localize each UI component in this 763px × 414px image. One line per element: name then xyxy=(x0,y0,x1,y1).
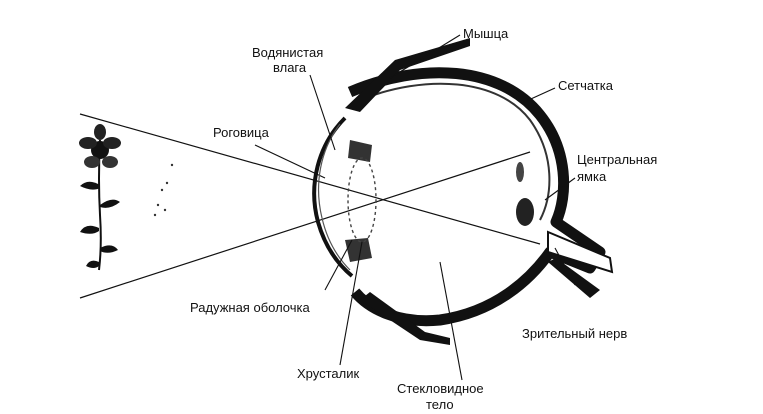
cornea xyxy=(312,116,354,278)
label-fovea-line1: Центральная xyxy=(577,152,657,167)
label-aqueous-line1: Водянистая xyxy=(252,45,323,60)
label-aqueous-line2: влага xyxy=(273,60,307,75)
sclera-outer-wall xyxy=(347,67,606,327)
label-fovea-line2: ямка xyxy=(577,169,607,184)
fovea-spot xyxy=(516,198,534,226)
inverted-image-dots xyxy=(153,163,174,217)
retina-line xyxy=(359,82,551,221)
label-muscle: Мышца xyxy=(463,26,509,41)
eyeball xyxy=(345,38,614,345)
leader-lines xyxy=(309,34,576,381)
label-iris: Радужная оболочка xyxy=(190,300,310,315)
label-optic-nerve: Зрительный нерв xyxy=(522,326,627,341)
muscle-band xyxy=(345,38,470,112)
label-lens: Хрусталик xyxy=(297,366,359,381)
label-cornea: Роговица xyxy=(213,125,270,140)
iris-lower xyxy=(345,238,372,262)
label-retina: Сетчатка xyxy=(558,78,614,93)
label-vitreous-line1: Стекловидное xyxy=(397,381,484,396)
light-rays xyxy=(79,113,541,299)
optic-nerve xyxy=(547,230,614,274)
lens xyxy=(347,157,377,243)
iris-upper xyxy=(348,140,372,162)
lower-muscle-band xyxy=(360,292,450,345)
label-vitreous-line2: тело xyxy=(426,397,454,412)
flower-icon xyxy=(79,124,121,271)
